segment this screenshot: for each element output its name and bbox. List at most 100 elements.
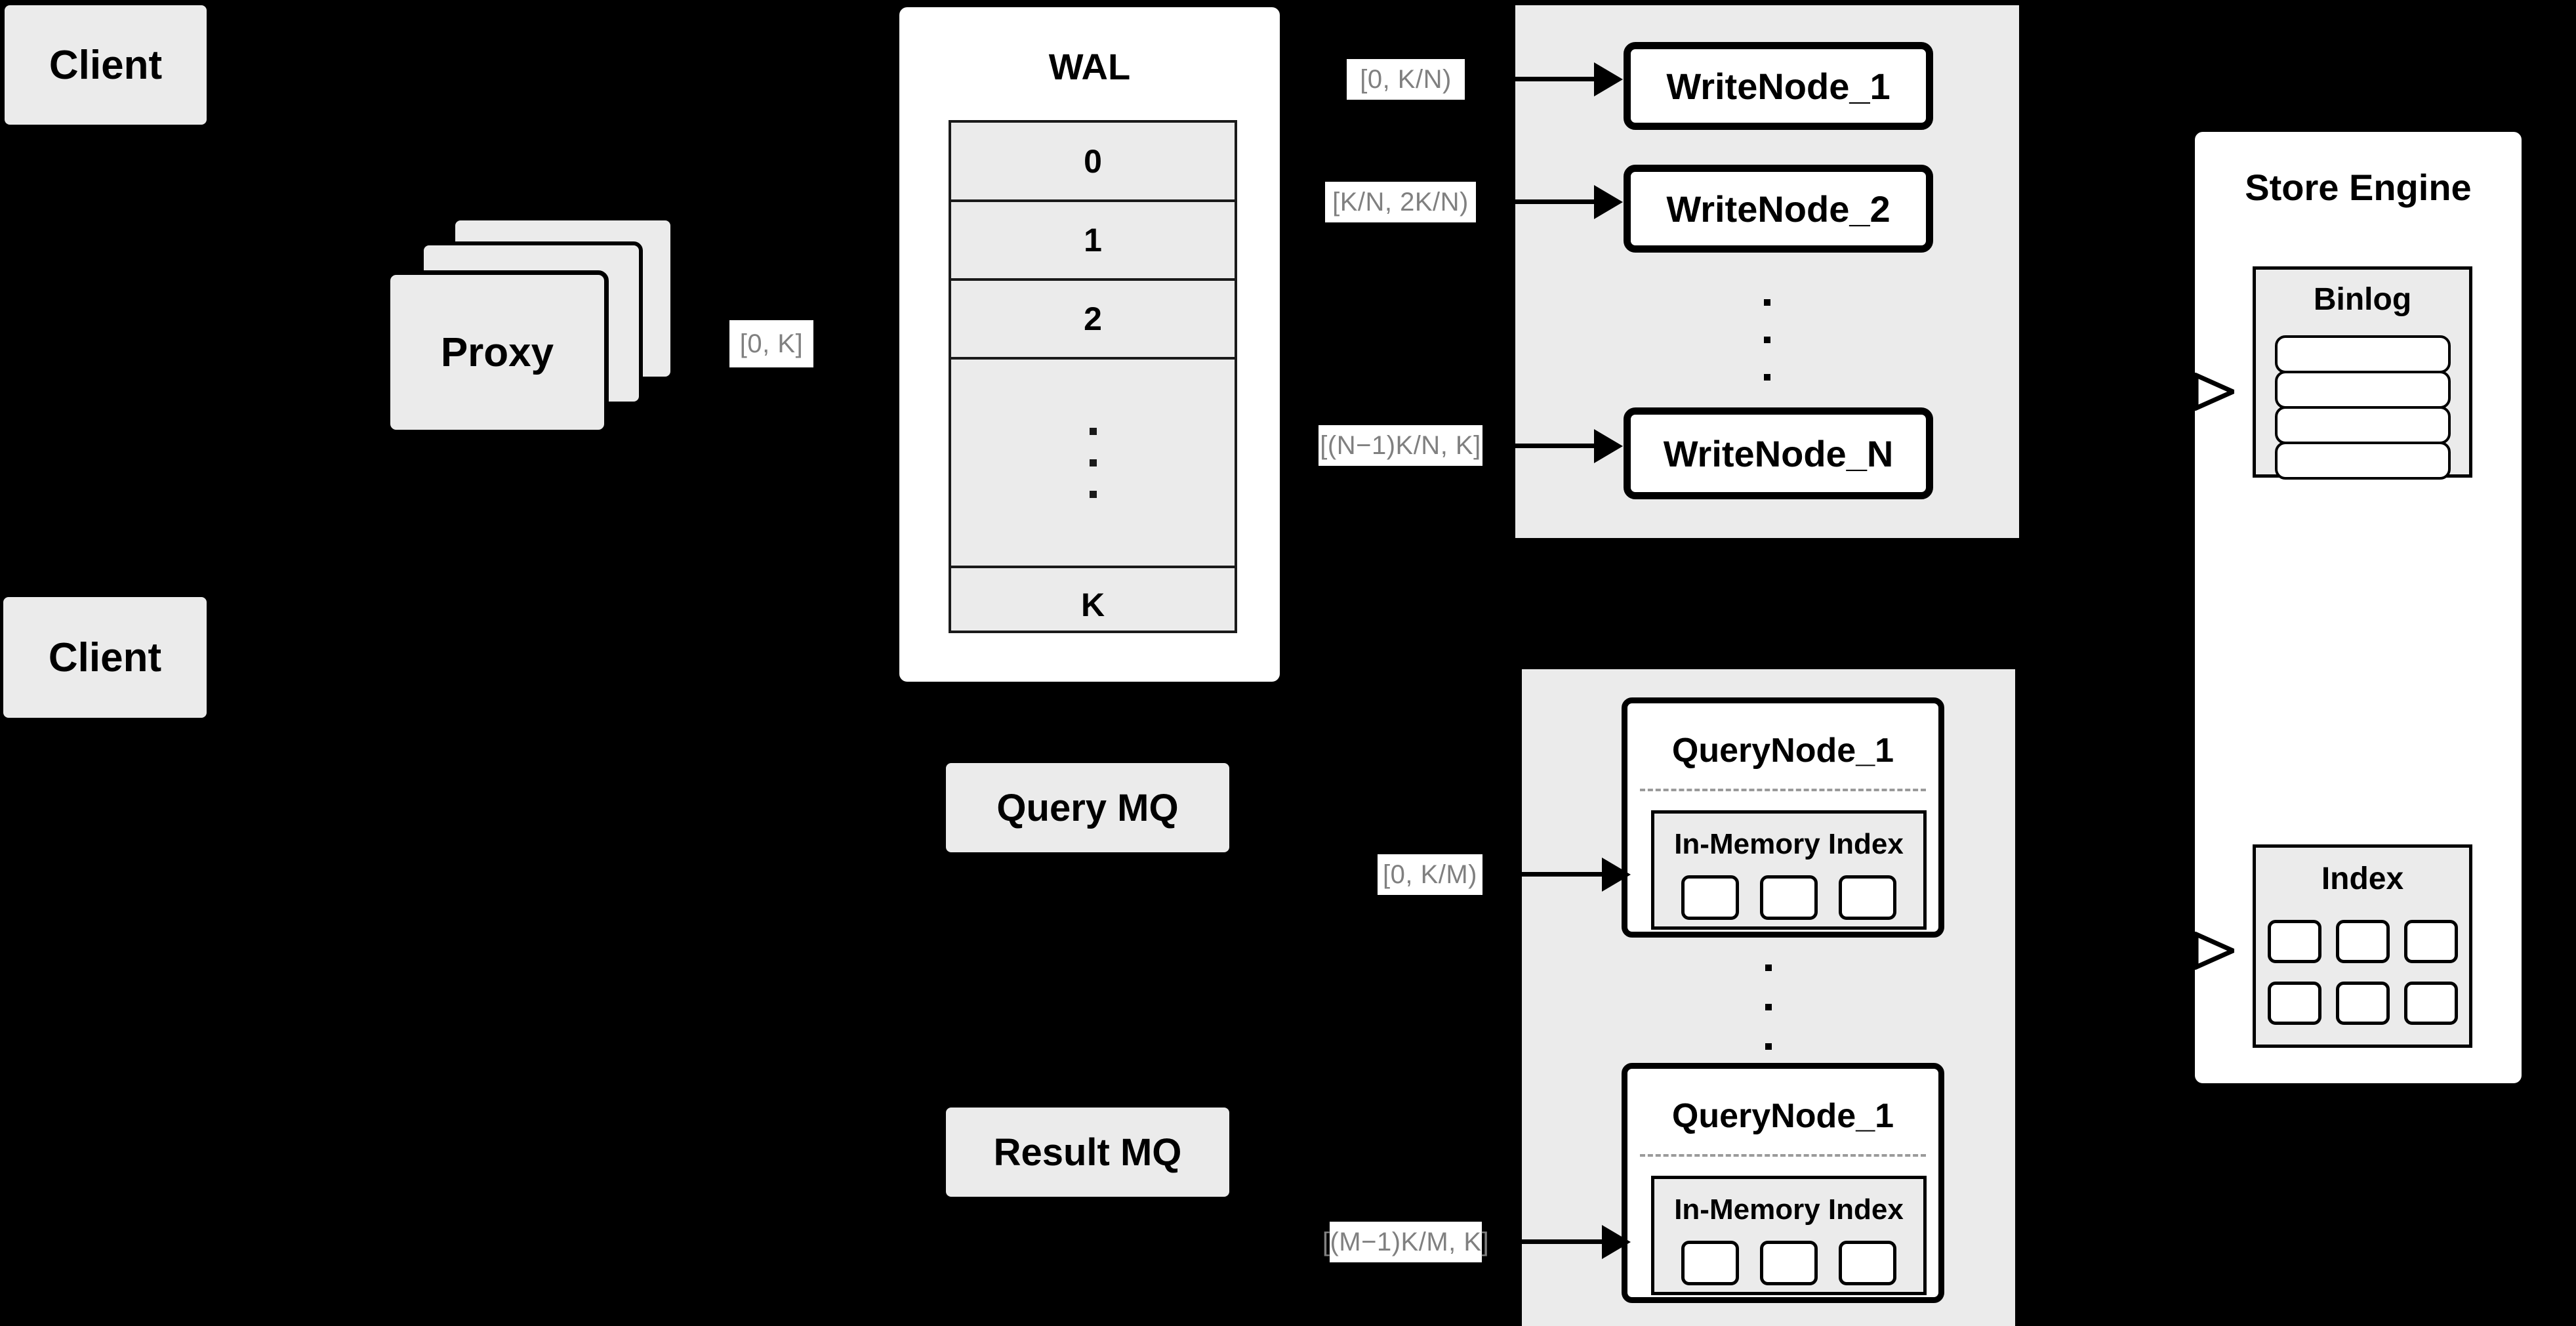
store-engine-title: Store Engine xyxy=(2245,167,2472,208)
index-title: Index xyxy=(2321,861,2404,896)
wal-row-K: K xyxy=(1080,586,1105,623)
arrow-line-writenode-n xyxy=(1496,444,1594,448)
client-label-1: Client xyxy=(49,42,163,88)
proxy-box[interactable]: Proxy xyxy=(386,270,609,434)
arrow-head-writenode-n xyxy=(1594,429,1623,463)
index-chip xyxy=(1839,1241,1896,1285)
wal-row-2: 2 xyxy=(951,281,1235,360)
query-ellipsis-dot-3 xyxy=(1765,1043,1772,1050)
range-label-writenode-2: [K/N, 2K/N) xyxy=(1325,182,1476,222)
range-text-writenode-n: [(N−1)K/N, K] xyxy=(1320,431,1481,460)
arrow-line-writenode-1 xyxy=(1496,77,1594,81)
query-node-1-index-panel: In-Memory Index xyxy=(1651,810,1927,930)
arrow-line-querynode-1 xyxy=(1502,872,1602,877)
write-ellipsis-dot-1 xyxy=(1764,299,1770,306)
range-text-querynode-1: [0, K/M) xyxy=(1382,860,1478,889)
range-label-writenode-n: [(N−1)K/N, K] xyxy=(1319,425,1482,466)
query-node-1-divider xyxy=(1639,789,1927,791)
binlog-panel: Binlog xyxy=(2253,266,2472,480)
range-label-querynode-1: [0, K/M) xyxy=(1378,854,1482,895)
range-label-proxy-to-wal: [0, K] xyxy=(729,320,813,367)
index-chip xyxy=(2267,920,2321,963)
arrow-line-writenode-2 xyxy=(1496,199,1594,204)
store-engine-panel: Store Engine Binlog Index xyxy=(2191,128,2525,1087)
binlog-bar xyxy=(2274,442,2451,480)
index-chip-row-1 xyxy=(2267,920,2458,963)
write-ellipsis-dot-3 xyxy=(1764,374,1770,381)
write-node-ellipsis xyxy=(1515,287,2019,392)
binlog-bar xyxy=(2274,371,2451,409)
write-node-n[interactable]: WriteNode_N xyxy=(1624,407,1933,499)
write-node-1[interactable]: WriteNode_1 xyxy=(1624,42,1933,130)
write-ellipsis-dot-2 xyxy=(1764,337,1770,343)
query-ellipsis-dot-1 xyxy=(1765,964,1772,971)
write-node-group: WriteNode_1 WriteNode_2 WriteNode_N xyxy=(1515,5,2019,538)
query-node-2-chip-row xyxy=(1654,1241,1923,1285)
client-label-2: Client xyxy=(48,634,162,680)
wal-ellipsis-dot-3 xyxy=(1089,490,1097,498)
binlog-title: Binlog xyxy=(2313,282,2412,317)
query-node-2-title: QueryNode_1 xyxy=(1671,1097,1894,1135)
query-node-1-title: QueryNode_1 xyxy=(1671,732,1894,770)
query-node-ellipsis xyxy=(1522,951,2015,1063)
result-mq-box[interactable]: Result MQ xyxy=(946,1108,1229,1197)
client-box-1[interactable]: Client xyxy=(5,5,207,125)
query-ellipsis-dot-2 xyxy=(1765,1004,1772,1010)
index-chip xyxy=(1681,875,1739,920)
index-chip xyxy=(2267,982,2321,1025)
index-chip xyxy=(2335,982,2390,1025)
index-chip-grid xyxy=(2256,920,2469,1025)
index-panel: Index xyxy=(2253,844,2472,1048)
query-node-2-index-panel: In-Memory Index xyxy=(1651,1176,1927,1295)
range-text-proxy-to-wal: [0, K] xyxy=(739,329,804,358)
wal-ellipsis-dot-2 xyxy=(1089,459,1097,466)
range-text-writenode-2: [K/N, 2K/N) xyxy=(1332,188,1469,217)
query-mq-box[interactable]: Query MQ xyxy=(946,763,1229,852)
wal-title: WAL xyxy=(1048,46,1131,87)
arrow-line-binlog xyxy=(2165,389,2199,394)
query-mq-label: Query MQ xyxy=(996,786,1179,829)
index-chip xyxy=(1760,875,1818,920)
query-node-1[interactable]: QueryNode_1 In-Memory Index xyxy=(1622,697,1944,938)
query-node-2-index-title: In-Memory Index xyxy=(1674,1193,1904,1226)
binlog-bar xyxy=(2274,406,2451,444)
index-chip xyxy=(2335,920,2390,963)
write-node-n-label: WriteNode_N xyxy=(1663,432,1894,474)
write-node-2-label: WriteNode_2 xyxy=(1666,188,1891,230)
index-chip xyxy=(2403,920,2458,963)
index-chip xyxy=(1760,1241,1818,1285)
wal-panel: WAL 0 1 2 K xyxy=(895,3,1284,686)
arrow-head-writenode-2 xyxy=(1594,185,1623,219)
arrow-head-querynode-2 xyxy=(1602,1225,1631,1259)
result-mq-label: Result MQ xyxy=(993,1130,1182,1174)
proxy-label: Proxy xyxy=(440,329,554,375)
wal-table: 0 1 2 K xyxy=(949,120,1237,633)
write-node-1-label: WriteNode_1 xyxy=(1666,65,1891,107)
wal-row-1: 1 xyxy=(951,202,1235,281)
range-text-writenode-1: [0, K/N) xyxy=(1360,65,1452,94)
range-label-writenode-1: [0, K/N) xyxy=(1347,59,1465,100)
range-label-querynode-2: [(M−1)K/M, K] xyxy=(1322,1222,1489,1262)
index-chip xyxy=(2403,982,2458,1025)
query-node-group: QueryNode_1 In-Memory Index QueryNode_1 xyxy=(1522,669,2015,1326)
index-chip-row-2 xyxy=(2267,982,2458,1025)
write-node-2[interactable]: WriteNode_2 xyxy=(1624,165,1933,253)
arrow-head-open-binlog xyxy=(2195,373,2234,411)
wal-row-ellipsis xyxy=(951,360,1235,568)
query-node-2-divider xyxy=(1639,1154,1927,1157)
query-node-1-chip-row xyxy=(1654,875,1923,920)
binlog-bar xyxy=(2274,335,2451,373)
arrow-line-index xyxy=(2165,948,2199,953)
wal-ellipsis-dot-1 xyxy=(1089,427,1097,435)
arrow-line-querynode-2 xyxy=(1502,1239,1602,1244)
range-text-querynode-2: [(M−1)K/M, K] xyxy=(1322,1228,1490,1256)
client-box-2[interactable]: Client xyxy=(3,597,207,718)
wal-row-0: 0 xyxy=(951,123,1235,202)
query-node-2[interactable]: QueryNode_1 In-Memory Index xyxy=(1622,1063,1944,1303)
index-chip xyxy=(1839,875,1896,920)
arrow-head-writenode-1 xyxy=(1594,62,1623,96)
query-node-1-index-title: In-Memory Index xyxy=(1674,828,1904,860)
arrow-head-querynode-1 xyxy=(1602,858,1631,892)
arrow-head-open-index xyxy=(2195,932,2234,970)
